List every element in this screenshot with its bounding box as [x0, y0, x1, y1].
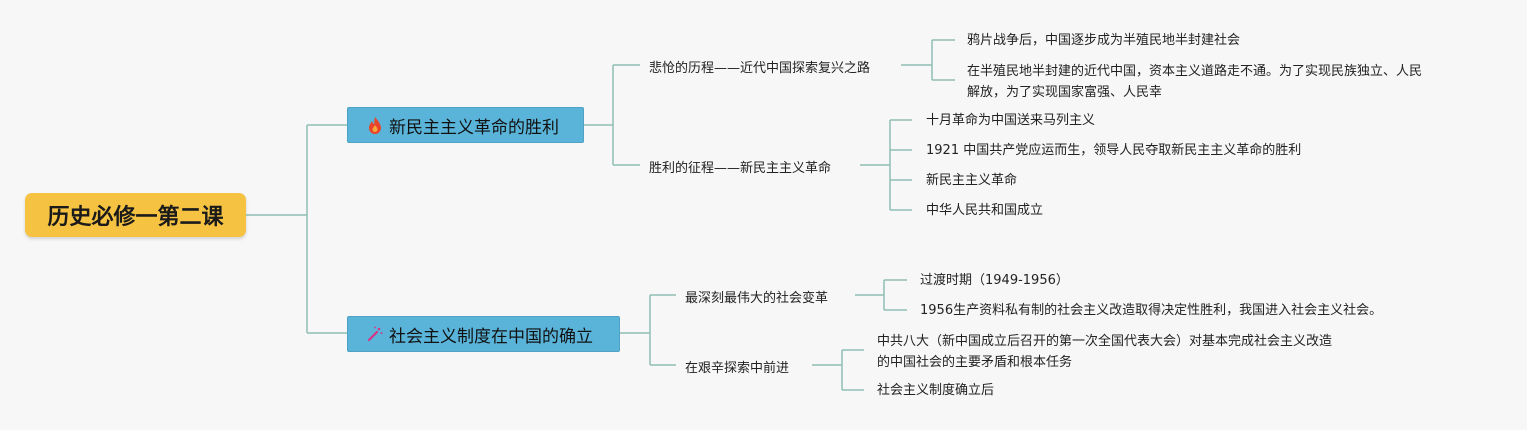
main-topic-new-democratic-revolution[interactable]: 新民主主义革命的胜利	[347, 107, 584, 143]
leaf-label: 鸦片战争后，中国逐步成为半殖民地半封建社会	[967, 33, 1241, 48]
leaf-new-democratic-revolution[interactable]: 新民主主义革命	[926, 170, 1017, 191]
leaf-capitalism-path[interactable]: 在半殖民地半封建的近代中国，资本主义道路走不通。为了实现民族独立、人民 解放，为…	[967, 61, 1422, 103]
leaf-label-line-1: 在半殖民地半封建的近代中国，资本主义道路走不通。为了实现民族独立、人民	[967, 64, 1423, 79]
leaf-label: 1921 中国共产党应运而生，领导人民夺取新民主主义革命的胜利	[926, 143, 1302, 158]
leaf-transition-period[interactable]: 过渡时期（1949-1956）	[920, 270, 1069, 291]
subtopic-profound-change[interactable]: 最深刻最伟大的社会变革	[685, 287, 828, 306]
subtopic-tragic-history[interactable]: 悲怆的历程——近代中国探索复兴之路	[649, 57, 870, 76]
main-topic-label: 社会主义制度在中国的确立	[389, 326, 593, 347]
subtopic-label: 在艰辛探索中前进	[685, 361, 790, 376]
leaf-label: 新民主主义革命	[926, 173, 1018, 188]
subtopic-label: 最深刻最伟大的社会变革	[685, 291, 829, 306]
leaf-opium-war[interactable]: 鸦片战争后，中国逐步成为半殖民地半封建社会	[967, 30, 1240, 51]
main-topic-label: 新民主主义革命的胜利	[389, 117, 559, 138]
leaf-label: 十月革命为中国送来马列主义	[926, 113, 1096, 128]
leaf-label-line-2: 的中国社会的主要矛盾和根本任务	[877, 355, 1073, 370]
subtopic-label: 胜利的征程——新民主主义革命	[649, 161, 832, 176]
leaf-after-socialist-system[interactable]: 社会主义制度确立后	[877, 380, 994, 401]
fire-icon	[366, 116, 384, 134]
leaf-label: 过渡时期（1949-1956）	[920, 273, 1069, 288]
leaf-prc-founded[interactable]: 中华人民共和国成立	[926, 200, 1043, 221]
main-topic-socialist-system[interactable]: 社会主义制度在中国的确立	[347, 316, 620, 352]
leaf-eighth-congress[interactable]: 中共八大（新中国成立后召开的第一次全国代表大会）对基本完成社会主义改造 的中国社…	[877, 331, 1332, 373]
leaf-october-revolution[interactable]: 十月革命为中国送来马列主义	[926, 110, 1095, 131]
subtopic-hard-exploration[interactable]: 在艰辛探索中前进	[685, 357, 789, 376]
subtopic-victorious-journey[interactable]: 胜利的征程——新民主主义革命	[649, 157, 831, 176]
leaf-label: 1956生产资料私有制的社会主义改造取得决定性胜利，我国进入社会主义社会。	[920, 303, 1383, 318]
leaf-label: 社会主义制度确立后	[877, 383, 995, 398]
leaf-label-line-2: 解放，为了实现国家富强、人民幸	[967, 85, 1163, 100]
leaf-label-line-1: 中共八大（新中国成立后召开的第一次全国代表大会）对基本完成社会主义改造	[877, 334, 1333, 349]
leaf-1956-transformation[interactable]: 1956生产资料私有制的社会主义改造取得决定性胜利，我国进入社会主义社会。	[920, 300, 1382, 321]
leaf-label: 中华人民共和国成立	[926, 203, 1044, 218]
magic-wand-icon	[366, 325, 384, 343]
leaf-cpc-founded[interactable]: 1921 中国共产党应运而生，领导人民夺取新民主主义革命的胜利	[926, 140, 1301, 161]
root-title: 历史必修一第二课	[47, 205, 224, 230]
subtopic-label: 悲怆的历程——近代中国探索复兴之路	[649, 61, 871, 76]
root-topic[interactable]: 历史必修一第二课	[25, 193, 246, 237]
